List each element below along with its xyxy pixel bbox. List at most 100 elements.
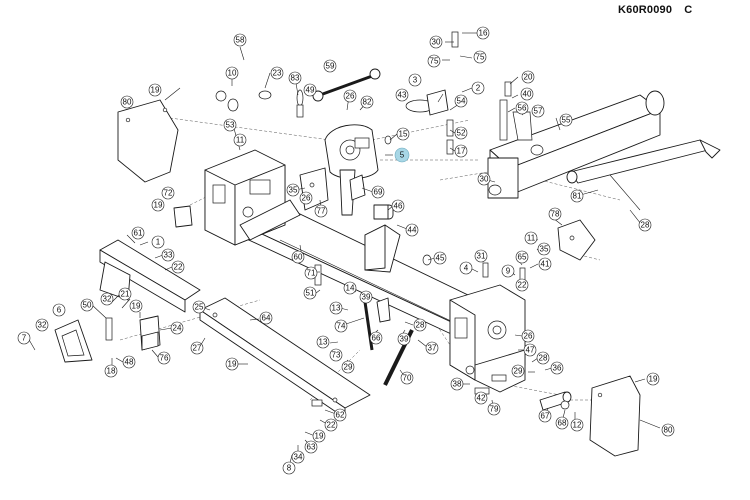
gear-housing (324, 124, 379, 216)
callout-ring (316, 335, 330, 349)
callout-ring (161, 248, 175, 262)
callout-ring (314, 204, 328, 218)
callout-63: 63 (307, 443, 316, 452)
callout-ring (454, 126, 468, 140)
shield-80-left (117, 99, 179, 183)
callout-22-a: 22 (174, 263, 183, 272)
callout-46: 46 (394, 202, 403, 211)
callout-18: 18 (107, 367, 116, 376)
callout-ring (291, 450, 305, 464)
callout-64: 64 (262, 314, 271, 323)
callout-13-a: 13 (332, 304, 341, 313)
callout-19-a: 19 (151, 86, 160, 95)
callout-53: 53 (226, 121, 235, 130)
callout-ring (118, 287, 132, 301)
callout-19-c: 19 (132, 302, 141, 311)
bracket-66 (376, 297, 391, 323)
right-rear-casting (449, 284, 526, 393)
callout-1: 1 (156, 238, 161, 247)
callout-ring (538, 257, 552, 271)
callout-51: 51 (306, 289, 315, 298)
callout-30-mid: 30 (480, 175, 489, 184)
callout-ring (550, 361, 564, 375)
callout-45: 45 (436, 254, 445, 263)
callout-ring (291, 250, 305, 264)
callout-21: 21 (121, 290, 130, 299)
callout-ring (80, 298, 94, 312)
callout-ring (515, 101, 529, 115)
callout-ring (474, 391, 488, 405)
callout-ring (371, 185, 385, 199)
right-tube-55 (487, 90, 665, 199)
callout-82: 82 (363, 98, 372, 107)
callout-ring (303, 83, 317, 97)
callout-35-b: 35 (540, 245, 549, 254)
callout-ring (52, 303, 66, 317)
callout-13-b: 13 (319, 338, 328, 347)
shield-80-right (589, 375, 641, 457)
callout-79: 79 (490, 405, 499, 414)
callout-ring (521, 329, 535, 343)
callout-ring (524, 231, 538, 245)
callout-69: 69 (374, 188, 383, 197)
callout-24: 24 (173, 324, 182, 333)
callout-14: 14 (346, 284, 355, 293)
callout-ring (661, 423, 675, 437)
callout-ring (333, 408, 347, 422)
guard-beam-61 (99, 239, 201, 313)
callout-ring (157, 351, 171, 365)
callout-72: 72 (164, 189, 173, 198)
callout-60: 60 (294, 253, 303, 262)
callout-ring (360, 95, 374, 109)
callout-28-right: 28 (641, 221, 650, 230)
callout-ring (288, 71, 302, 85)
callout-ring (223, 118, 237, 132)
callout-67: 67 (541, 412, 550, 421)
callout-8: 8 (287, 464, 292, 473)
callout-15: 15 (399, 130, 408, 139)
callout-ring (129, 299, 143, 313)
callout-ring (523, 343, 537, 357)
callout-ring (511, 364, 525, 378)
callout-28-mid: 28 (416, 321, 425, 330)
callout-ring (120, 95, 134, 109)
callout-7: 7 (22, 334, 27, 343)
callout-ring (487, 402, 501, 416)
callout-34: 34 (294, 453, 303, 462)
callout-ring (501, 264, 515, 278)
callout-48: 48 (125, 358, 134, 367)
callout-52: 52 (457, 129, 466, 138)
callout-ring (171, 260, 185, 274)
callout-ring (304, 440, 318, 454)
callout-31: 31 (477, 252, 486, 261)
callout-ring (151, 198, 165, 212)
callout-6: 6 (57, 306, 62, 315)
callout-ring (433, 251, 447, 265)
callout-ring (471, 81, 485, 95)
callout-ring (391, 199, 405, 213)
callout-19-f: 19 (315, 432, 324, 441)
callout-58: 58 (236, 36, 245, 45)
callout-74: 74 (337, 322, 346, 331)
callout-80-right: 80 (664, 426, 673, 435)
sleeve-46 (373, 204, 389, 220)
callout-ring (515, 278, 529, 292)
callout-ring (405, 223, 419, 237)
callout-55: 55 (562, 116, 571, 125)
callout-ring (225, 357, 239, 371)
left-bracket-casting (204, 149, 301, 246)
callout-54: 54 (457, 97, 466, 106)
callout-ring (427, 54, 441, 68)
callout-73: 73 (332, 351, 341, 360)
callout-27: 27 (193, 344, 202, 353)
callout-ring (476, 26, 490, 40)
guard-beam-64 (199, 297, 371, 419)
callout-ring (531, 104, 545, 118)
callout-ring (454, 144, 468, 158)
callout-38: 38 (453, 380, 462, 389)
pin-67 (539, 391, 572, 411)
callout-29-b: 29 (514, 367, 523, 376)
callout-56: 56 (518, 104, 527, 113)
